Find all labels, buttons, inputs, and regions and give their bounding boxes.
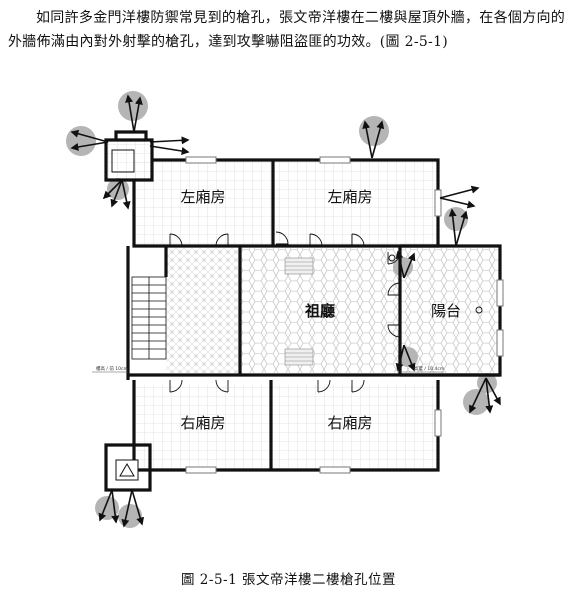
floor-plan: 左廂房 左廂房 祖廳 陽台 右廂房 右廂房 樓高 / 前 10cm 高度 / 1… <box>66 91 504 528</box>
dim-note-right: 高度 / 10.4cm <box>414 365 444 372</box>
dimension-notes: 樓高 / 前 10cm 高度 / 10.4cm <box>92 365 444 373</box>
hall-grates <box>284 257 314 366</box>
tower-details <box>111 149 139 481</box>
figure-caption: 圖 2-5-1 張文帝洋樓二樓槍孔位置 <box>181 572 396 588</box>
room-label-right-wing-1: 右廂房 <box>180 414 225 432</box>
windows <box>185 156 504 474</box>
room-label-balcony: 陽台 <box>431 302 461 320</box>
doors <box>169 231 483 393</box>
room-label-right-wing-2: 右廂房 <box>327 414 372 432</box>
room-label-left-wing-2: 左廂房 <box>327 188 372 206</box>
room-label-hall: 祖廳 <box>304 302 335 320</box>
staircase <box>131 276 167 360</box>
room-label-left-wing-1: 左廂房 <box>180 188 225 206</box>
loophole-arrows <box>70 94 501 528</box>
body-paragraph: 如同許多金門洋樓防禦常見到的槍孔，張文帝洋樓在二樓與屋頂外牆，在各個方向的外牆佈… <box>8 10 566 50</box>
dim-note-left: 樓高 / 前 10cm <box>96 365 128 372</box>
